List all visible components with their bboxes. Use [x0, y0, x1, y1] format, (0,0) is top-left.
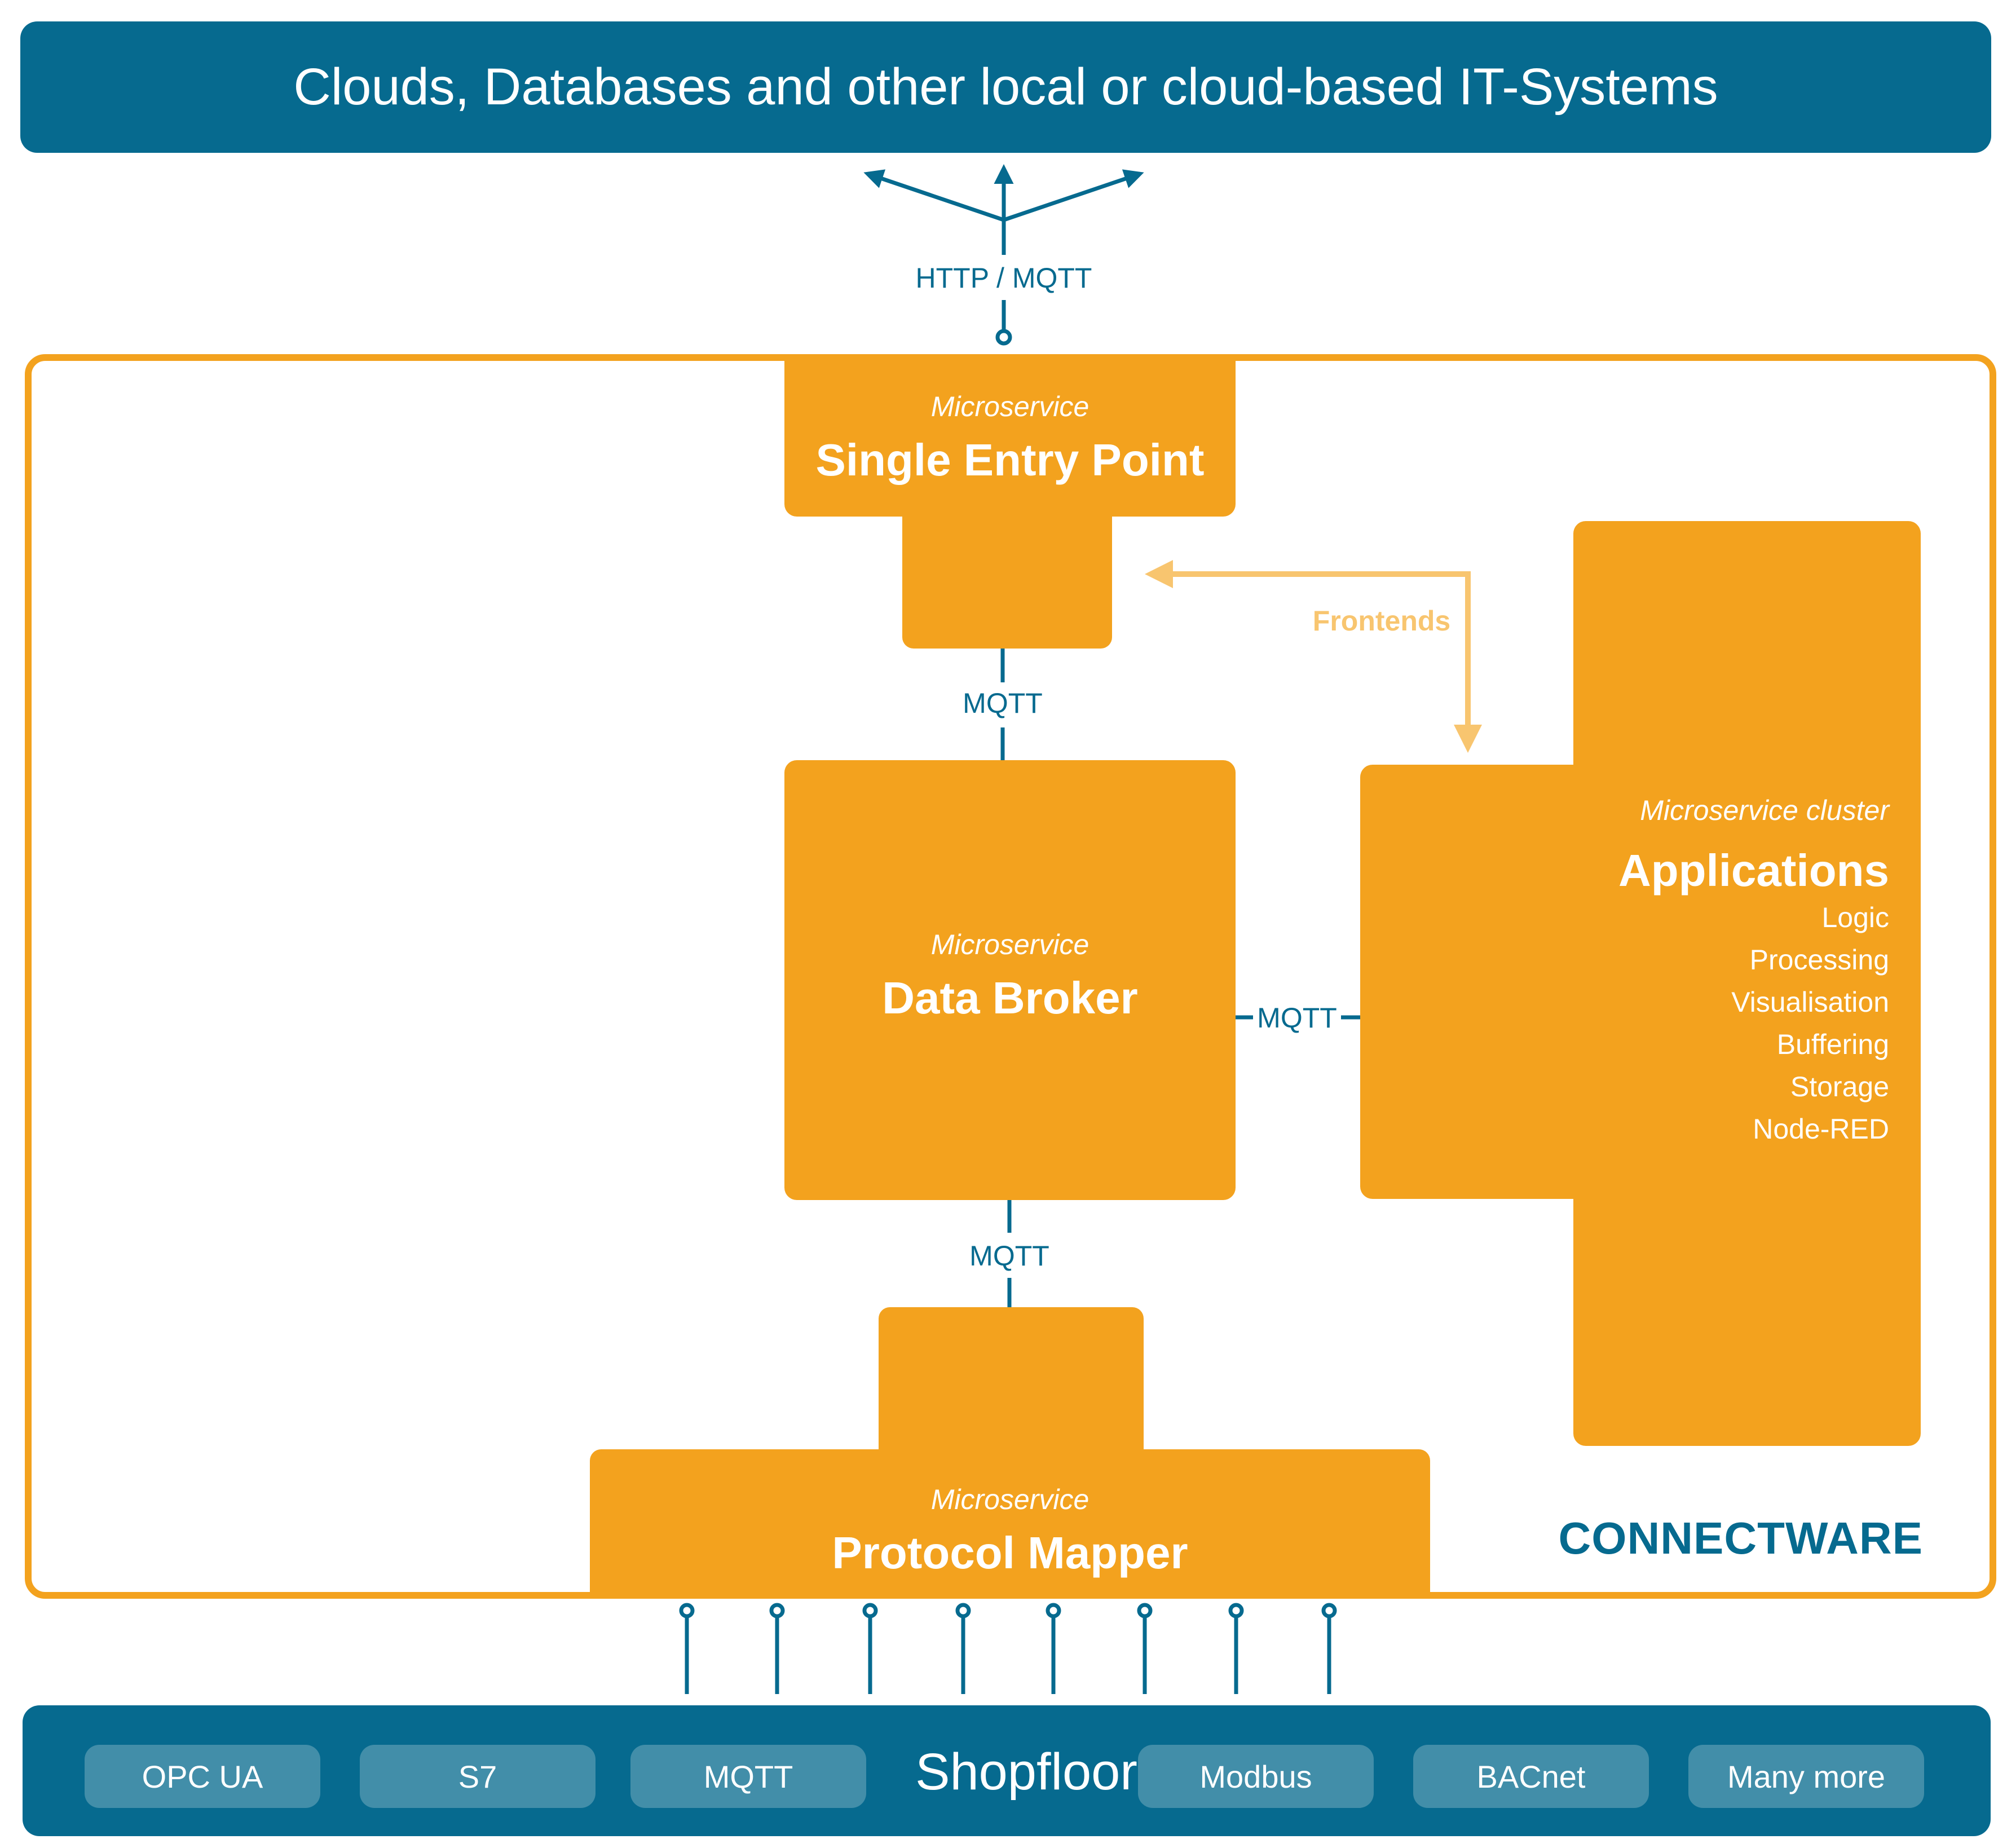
- it-systems-banner: Clouds, Databases and other local or clo…: [20, 21, 1991, 153]
- top-connector-node: [995, 329, 1012, 346]
- applications-item-visualisation: Visualisation: [1731, 986, 1889, 1018]
- protocol-mapper-title: Protocol Mapper: [832, 1528, 1188, 1578]
- data-broker-title: Data Broker: [882, 973, 1138, 1023]
- shopfloor-protocol-opc-ua: OPC UA: [85, 1745, 320, 1808]
- shopfloor-banner: OPC UA S7 MQTT Shopfloor Modbus BACnet M…: [23, 1705, 1991, 1836]
- single-entry-point-label: Microservice: [930, 391, 1089, 422]
- sep-broker-mqtt-label: MQTT: [963, 687, 1043, 719]
- shopfloor-protocol-bacnet: BACnet: [1413, 1745, 1649, 1808]
- applications-text: Microservice cluster Applications Logic …: [1579, 796, 1889, 1150]
- applications-item-processing: Processing: [1749, 944, 1889, 976]
- broker-apps-mqtt-label: MQTT: [1257, 1002, 1337, 1034]
- applications-title: Applications: [1618, 845, 1889, 896]
- single-entry-point-title: Single Entry Point: [815, 435, 1205, 485]
- shopfloor-title: Shopfloor: [915, 1743, 1137, 1801]
- data-broker-box: Microservice Data Broker: [784, 760, 1236, 1200]
- shopfloor-connectors: [679, 1603, 1337, 1694]
- shopfloor-protocol-mqtt: MQTT: [630, 1745, 866, 1808]
- data-broker-label: Microservice: [930, 929, 1089, 960]
- it-systems-banner-text: Clouds, Databases and other local or clo…: [293, 58, 1718, 116]
- protocol-mapper-stem: [879, 1307, 1144, 1476]
- shopfloor-protocol-modbus: Modbus: [1138, 1745, 1374, 1808]
- arrow-up-left: [863, 169, 1005, 222]
- frontends-label: Frontends: [1312, 605, 1451, 637]
- applications-item-node-red: Node-RED: [1753, 1113, 1889, 1145]
- applications-item-storage: Storage: [1790, 1071, 1889, 1102]
- single-entry-point-box: Microservice Single Entry Point: [784, 361, 1236, 517]
- shopfloor-protocol-many-more: Many more: [1688, 1745, 1924, 1808]
- protocol-mapper-label: Microservice: [930, 1484, 1089, 1515]
- arrow-up-right: [1003, 169, 1144, 222]
- applications-item-buffering: Buffering: [1776, 1029, 1889, 1060]
- http-mqtt-label: HTTP / MQTT: [915, 262, 1092, 294]
- protocol-mapper-box: Microservice Protocol Mapper: [590, 1449, 1430, 1593]
- applications-wide-box: [1360, 765, 1653, 1199]
- single-entry-point-stem: [902, 496, 1112, 649]
- applications-item-logic: Logic: [1821, 902, 1889, 933]
- top-fanout-arrows: [863, 164, 1144, 346]
- connectware-logo-text: CONNECTWARE: [1558, 1513, 1923, 1563]
- shopfloor-protocol-s7: S7: [360, 1745, 596, 1808]
- frontends-arrow: [1145, 560, 1482, 753]
- broker-mapper-mqtt-label: MQTT: [969, 1240, 1049, 1272]
- connectware-frame: [25, 354, 1996, 1599]
- applications-label: Microservice cluster: [1640, 795, 1889, 826]
